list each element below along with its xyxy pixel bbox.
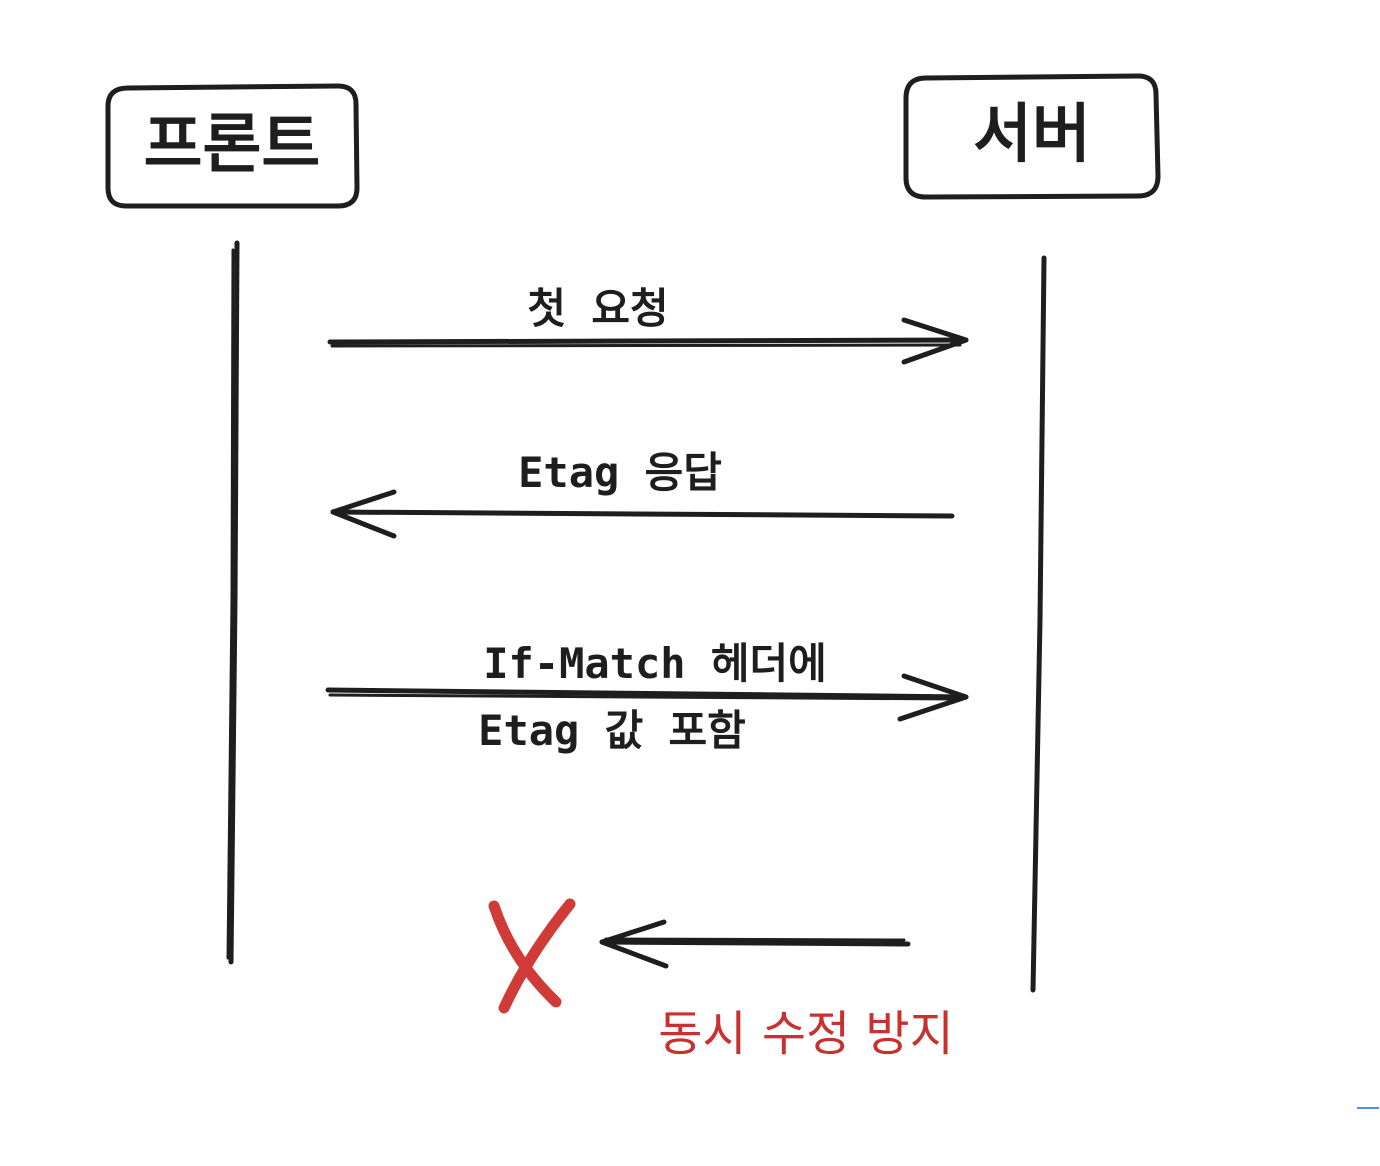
arrow-first-request-shadow <box>330 343 962 348</box>
x-mark-icon <box>488 898 576 1014</box>
annotation-prevent-concurrent-edit: 동시 수정 방지 <box>658 1006 953 1062</box>
arrow-rejected-response <box>599 939 911 947</box>
label-first-request: 첫 요청 <box>527 284 668 333</box>
actor-front-box <box>105 83 360 209</box>
actor-server[interactable]: 서버 <box>903 73 1161 200</box>
lifeline-server <box>1030 255 1047 993</box>
actor-server-box <box>903 73 1161 200</box>
lifeline-front-shadow <box>226 248 235 960</box>
actor-server-label: 서버 <box>973 98 1091 172</box>
actor-front-label: 프론트 <box>144 108 321 182</box>
arrowhead-rejected-response <box>599 919 669 969</box>
arrow-first-request <box>327 337 969 345</box>
label-etag-response: Etag 응답 <box>518 448 722 497</box>
message-if-match: If-Match 헤더에 Etag 값 포함 <box>325 639 969 755</box>
arrowhead-if-match <box>897 673 969 722</box>
x-mark-stroke-1 <box>488 900 562 1008</box>
lifeline-front <box>228 240 240 965</box>
actor-front[interactable]: 프론트 <box>105 83 360 209</box>
arrowhead-first-request <box>901 317 969 365</box>
arrow-if-match <box>325 687 969 700</box>
arrow-if-match-shadow <box>328 693 960 701</box>
arrowhead-etag-response <box>330 489 397 539</box>
message-first-request: 첫 요청 <box>327 284 969 365</box>
arrow-rejected-response-shadow <box>604 937 906 942</box>
corner-scroll-indicator <box>1357 1107 1379 1109</box>
message-rejected-response <box>599 919 911 969</box>
arrow-etag-response <box>330 509 955 519</box>
message-etag-response: Etag 응답 <box>330 448 955 539</box>
label-if-match-line2: Etag 값 포함 <box>478 706 746 755</box>
label-if-match-line1: If-Match 헤더에 <box>483 639 827 688</box>
x-mark-stroke-2 <box>498 898 576 1014</box>
